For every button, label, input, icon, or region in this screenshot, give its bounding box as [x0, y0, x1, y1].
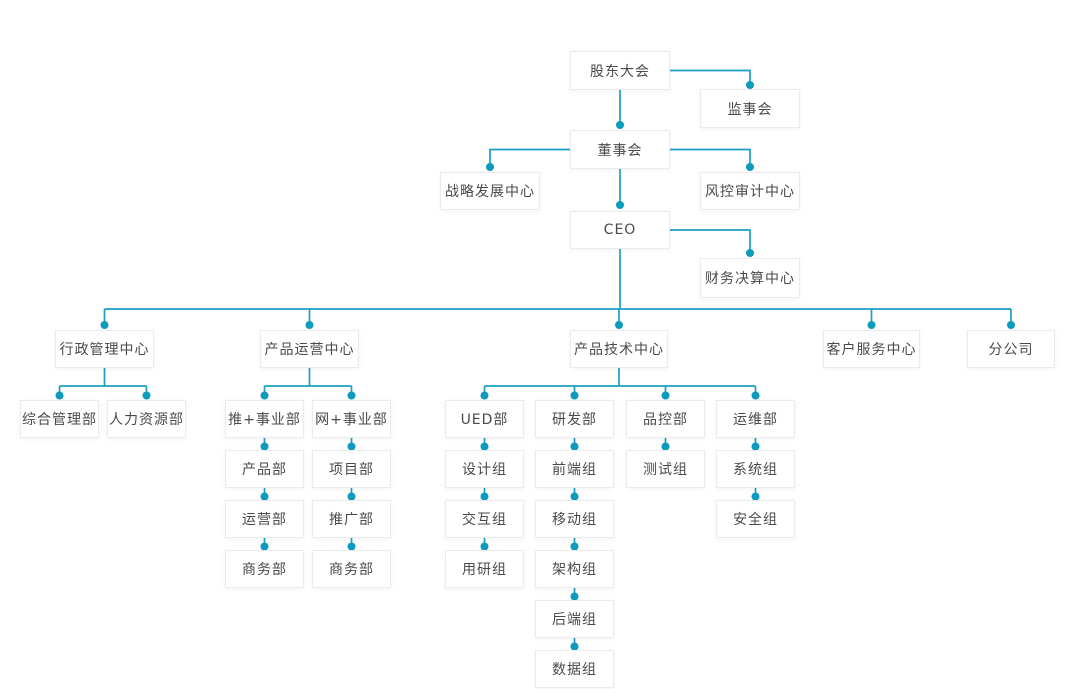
node-wang-plus-division: 网+事业部	[312, 400, 391, 438]
node-ceo: CEO	[570, 211, 670, 249]
node-project-dept: 项目部	[312, 450, 391, 488]
node-admin-management-center: 行政管理中心	[55, 330, 154, 368]
node-supervisory-board: 监事会	[700, 89, 800, 128]
node-branch-company: 分公司	[967, 330, 1055, 368]
node-shareholders-meeting: 股东大会	[570, 51, 670, 90]
node-frontend-group: 前端组	[535, 450, 614, 488]
node-user-research-group: 用研组	[445, 550, 524, 588]
node-rnd-dept: 研发部	[535, 400, 614, 438]
node-business-dept-right: 商务部	[312, 550, 391, 588]
node-operations-dept: 运营部	[225, 500, 304, 538]
node-operations-maintenance-dept: 运维部	[716, 400, 795, 438]
node-data-group: 数据组	[535, 650, 614, 688]
node-interaction-group: 交互组	[445, 500, 524, 538]
node-mobile-group: 移动组	[535, 500, 614, 538]
node-strategy-development-center: 战略发展中心	[440, 172, 540, 210]
node-business-dept-left: 商务部	[225, 550, 304, 588]
node-finance-settlement-center: 财务决算中心	[700, 258, 800, 298]
node-product-technology-center: 产品技术中心	[570, 330, 668, 368]
node-tui-plus-division: 推+事业部	[225, 400, 304, 438]
node-promotion-dept: 推广部	[312, 500, 391, 538]
node-product-dept: 产品部	[225, 450, 304, 488]
node-customer-service-center: 客户服务中心	[823, 330, 920, 368]
node-risk-audit-center: 风控审计中心	[700, 172, 800, 210]
connector-dots	[55, 81, 1015, 651]
node-ued-dept: UED部	[445, 400, 524, 438]
node-architecture-group: 架构组	[535, 550, 614, 588]
node-testing-group: 测试组	[626, 450, 705, 488]
node-design-group: 设计组	[445, 450, 524, 488]
node-system-group: 系统组	[716, 450, 795, 488]
node-general-management-dept: 综合管理部	[20, 400, 99, 438]
node-board-of-directors: 董事会	[570, 130, 670, 169]
node-backend-group: 后端组	[535, 600, 614, 638]
node-quality-control-dept: 品控部	[626, 400, 705, 438]
node-security-group: 安全组	[716, 500, 795, 538]
node-product-operation-center: 产品运营中心	[260, 330, 359, 368]
node-human-resources-dept: 人力资源部	[107, 400, 186, 438]
